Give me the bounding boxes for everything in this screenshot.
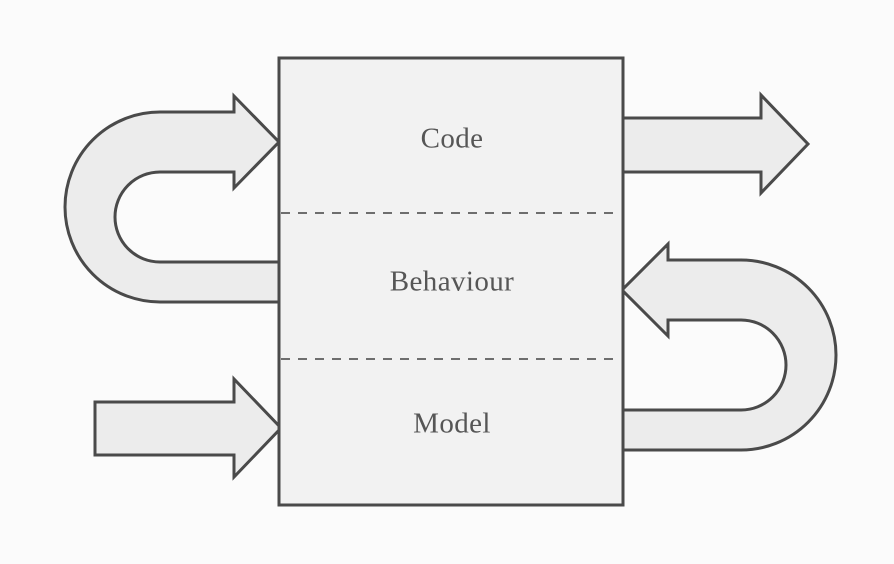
code-output-arrow bbox=[621, 91, 811, 197]
layer-label-code: Code bbox=[421, 123, 484, 155]
model-input-arrow bbox=[93, 375, 284, 481]
right-loop-arrow bbox=[619, 240, 838, 452]
layer-label-model: Model bbox=[413, 408, 491, 440]
layer-label-behaviour: Behaviour bbox=[390, 266, 514, 298]
layers-box bbox=[277, 56, 625, 507]
left-loop-arrow bbox=[63, 92, 282, 304]
